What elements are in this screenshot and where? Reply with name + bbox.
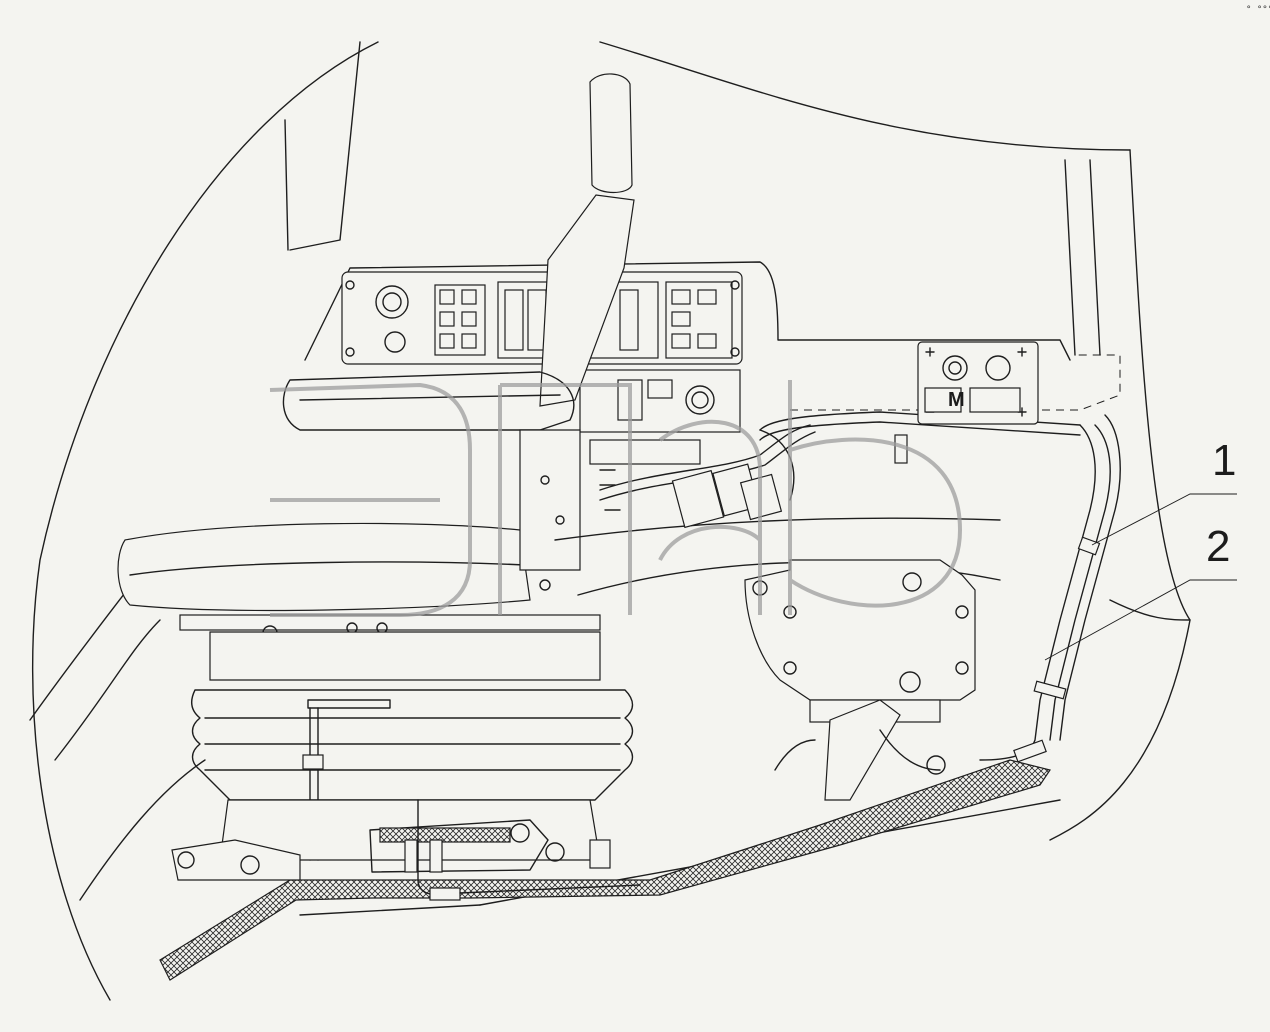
instrument-panel xyxy=(304,261,1071,465)
wire-harness-main xyxy=(599,411,1081,529)
seat-suspension-bellows xyxy=(191,631,634,861)
wire-harness-right xyxy=(979,414,1121,763)
callout-2-label: 2 xyxy=(1206,522,1230,571)
watermark-logo xyxy=(269,380,963,617)
callout-leaders xyxy=(1044,493,1237,661)
seat-bracket xyxy=(519,429,1001,596)
seat-back xyxy=(282,73,635,431)
callout-1-label: 1 xyxy=(1212,436,1236,485)
pedal-module xyxy=(744,559,976,801)
control-box-mark: M xyxy=(948,389,965,411)
right-control-box: M xyxy=(917,341,1039,425)
seat-base-mechanism xyxy=(171,799,641,901)
floor-mat xyxy=(159,759,1051,981)
seat-cushion xyxy=(117,522,601,641)
corner-mark: ° °°° xyxy=(1246,5,1270,15)
